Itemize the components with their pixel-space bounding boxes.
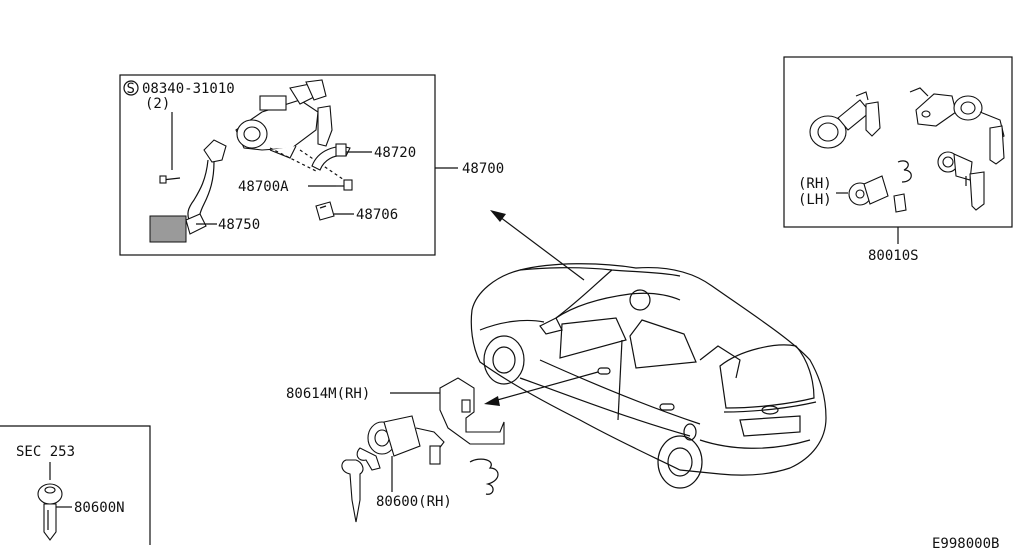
label-rh: (RH) bbox=[798, 176, 832, 192]
bolt-48700a bbox=[336, 179, 353, 191]
label-48750: 48750 bbox=[218, 217, 260, 233]
clamp-48720 bbox=[311, 143, 351, 171]
door-cylinder-80600 bbox=[341, 415, 499, 523]
arrow-to-steering-lock bbox=[490, 210, 585, 281]
label-80614m: 80614M(RH) bbox=[286, 386, 370, 402]
label-lh: (LH) bbox=[798, 192, 832, 208]
label-screw-qty: (2) bbox=[145, 96, 170, 112]
label-48700: 48700 bbox=[462, 161, 504, 177]
standard-part-letter: S bbox=[127, 81, 135, 97]
drawing-code: E998000B bbox=[932, 536, 999, 552]
key-80600n bbox=[37, 483, 63, 541]
arrow-to-door-lock bbox=[484, 371, 599, 406]
label-sec253: SEC 253 bbox=[16, 444, 75, 460]
sec253-box bbox=[0, 425, 151, 545]
label-48720: 48720 bbox=[374, 145, 416, 161]
door-lock-rod-80614m bbox=[439, 377, 505, 445]
standard-part-symbol bbox=[123, 80, 139, 96]
steering-lock-box bbox=[119, 74, 436, 256]
screw-part bbox=[159, 175, 181, 184]
label-48706: 48706 bbox=[356, 207, 398, 223]
car-outline bbox=[470, 263, 827, 489]
shim-48706 bbox=[315, 201, 335, 221]
label-screw-spec: 08340-31010 bbox=[142, 81, 235, 97]
label-80600: 80600(RH) bbox=[376, 494, 452, 510]
label-80010s: 80010S bbox=[868, 248, 919, 264]
harness-48750 bbox=[149, 139, 227, 243]
steering-lock-body bbox=[235, 79, 351, 185]
label-48700a: 48700A bbox=[238, 179, 289, 195]
label-80600n: 80600N bbox=[74, 500, 125, 516]
cylinder-set-parts bbox=[809, 87, 1005, 213]
